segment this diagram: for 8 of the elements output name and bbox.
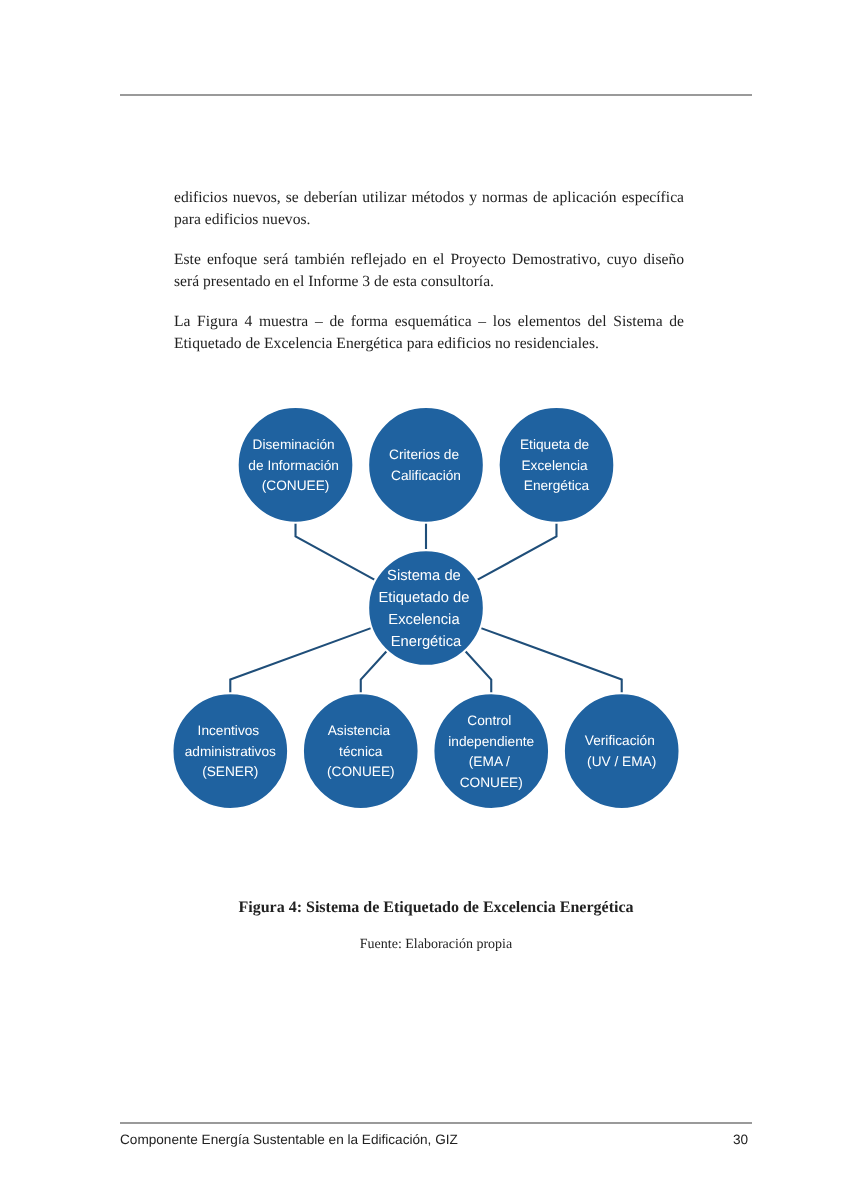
- connector: [464, 650, 493, 694]
- connector: [294, 522, 376, 582]
- figure-caption: Figura 4: Sistema de Etiquetado de Excelencia Energética: [238, 896, 634, 918]
- connector: [480, 626, 623, 694]
- connector: [476, 522, 558, 582]
- connector: [229, 626, 372, 694]
- connector: [359, 650, 388, 694]
- connector: [424, 522, 428, 551]
